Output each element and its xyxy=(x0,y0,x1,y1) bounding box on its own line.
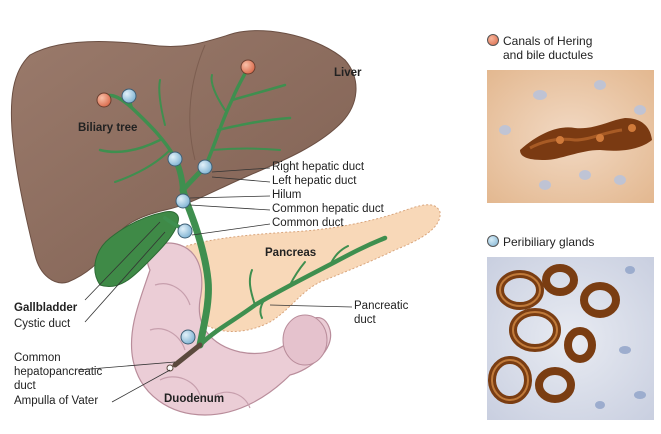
common-duct-label: Common duct xyxy=(272,217,344,229)
canals-of-hering-micrograph xyxy=(487,70,654,203)
legend-peribiliary-label: Peribiliary glands xyxy=(503,235,595,249)
liver-label: Liver xyxy=(334,67,362,79)
ampulla-of-vater-label: Ampulla of Vater xyxy=(14,395,99,407)
duodenum-label: Duodenum xyxy=(164,393,225,405)
pancreatic-duct-label-line1: Pancreatic xyxy=(354,300,409,312)
canals-of-hering-marker xyxy=(240,59,256,75)
common-hepatopancreatic-duct-label-line2: hepatopancreatic xyxy=(14,366,103,378)
common-hepatic-duct-label: Common hepatic duct xyxy=(272,203,384,215)
pancreas-shape xyxy=(174,204,441,332)
peribiliary-gland-marker xyxy=(177,223,193,239)
duodenum-shape xyxy=(130,242,332,416)
left-hepatic-duct-label: Left hepatic duct xyxy=(272,175,357,187)
legend-canals-of-hering: Canals of Hering and bile ductules xyxy=(487,34,593,62)
peribiliary-gland-marker xyxy=(167,151,183,167)
common-hepatopancreatic-duct-label-line1: Common xyxy=(14,352,61,364)
legend-canals-line1: Canals of Hering xyxy=(503,34,593,48)
right-hepatic-duct-label: Right hepatic duct xyxy=(272,161,365,173)
peribiliary-gland-marker xyxy=(175,193,191,209)
peribiliary-gland-marker xyxy=(180,329,196,345)
pancreas-label: Pancreas xyxy=(265,247,317,259)
peribiliary-gland-marker xyxy=(121,88,137,104)
liver-shape xyxy=(10,30,357,284)
canals-of-hering-marker xyxy=(96,92,112,108)
peribiliary-gland-marker xyxy=(197,159,213,175)
blue-circle-icon xyxy=(487,235,499,247)
cystic-duct-label: Cystic duct xyxy=(14,318,71,330)
common-hepatopancreatic-duct-label-line3: duct xyxy=(14,380,36,392)
pancreatic-duct-label-line2: duct xyxy=(354,314,376,326)
ampulla-marker xyxy=(166,364,174,372)
liver-lobe-crease xyxy=(189,44,206,161)
duodenum-loop xyxy=(282,314,328,366)
leader-lines xyxy=(77,167,353,403)
legend-canals-line2: and bile ductules xyxy=(503,48,594,62)
red-circle-icon xyxy=(487,34,499,46)
peribiliary-glands-micrograph xyxy=(487,257,654,420)
gallbladder-label: Gallbladder xyxy=(14,302,78,314)
biliary-tree-label: Biliary tree xyxy=(78,122,138,134)
hilum-label: Hilum xyxy=(272,189,302,201)
hepatopancreatic-duct xyxy=(172,342,203,368)
legend-peribiliary-glands: Peribiliary glands xyxy=(487,235,594,249)
